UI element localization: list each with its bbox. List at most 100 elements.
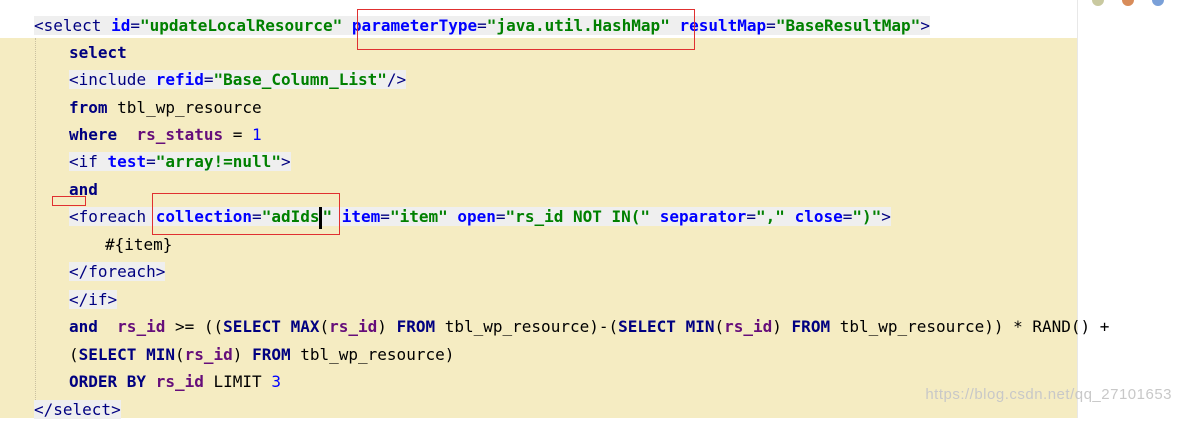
attr-value: ","	[756, 207, 785, 226]
closing-tag: </select>	[34, 400, 121, 419]
sql-text: tbl_wp_resource)	[290, 345, 455, 364]
right-margin-guide	[1077, 0, 1078, 418]
attr-value: "Base_Column_List"	[213, 70, 387, 89]
code-line-14: ORDER BY rs_id LIMIT 3	[69, 368, 281, 395]
attr-name: id	[111, 16, 131, 35]
attr-name: collection	[155, 207, 253, 226]
sql-text: (	[174, 345, 185, 364]
attr-value: "java.util.HashMap"	[486, 16, 670, 35]
sql-keyword: FROM	[791, 317, 831, 336]
sql-text: (	[69, 345, 79, 364]
tag-bracket: <	[69, 70, 79, 89]
sql-text: >= ((	[165, 317, 224, 336]
sql-keyword: and	[69, 317, 98, 336]
highlight-box-collection	[152, 193, 340, 235]
sql-text: )	[232, 345, 253, 364]
editor-right-margin	[1078, 0, 1182, 418]
attr-value: "rs_id NOT IN("	[505, 207, 651, 226]
code-line-1: <select id="updateLocalResource" paramet…	[34, 16, 930, 35]
sql-text: LIMIT	[203, 372, 272, 391]
sql-keyword: SELECT	[618, 317, 676, 336]
sql-keyword: and	[69, 180, 98, 199]
code-line-12: and rs_id >= ((SELECT MAX(rs_id) FROM tb…	[69, 313, 1109, 340]
code-line-13: (SELECT MIN(rs_id) FROM tbl_wp_resource)	[69, 341, 454, 368]
code-line-8: <foreach collection="adIds" item="item" …	[69, 203, 891, 230]
attr-name: close	[794, 207, 843, 226]
sql-keyword: MIN	[685, 317, 715, 336]
sql-keyword: MAX	[290, 317, 320, 336]
tag-bracket: <	[34, 16, 44, 35]
tag-name: foreach	[78, 207, 147, 226]
sql-keyword: SELECT	[78, 345, 137, 364]
tag-bracket: >	[280, 152, 291, 171]
tag-name: if	[78, 152, 98, 171]
sql-keyword: MIN	[146, 345, 175, 364]
tag-bracket: >	[920, 16, 930, 35]
attr-name: parameterType	[351, 16, 478, 35]
attr-name: separator	[659, 207, 747, 226]
code-line-9: #{item}	[105, 231, 172, 258]
sql-text: tbl_wp_resource	[107, 98, 262, 117]
text-caret	[319, 206, 323, 229]
attr-value: "item"	[389, 207, 448, 226]
sql-text: =	[223, 125, 253, 144]
tag-bracket: <	[69, 207, 79, 226]
attr-value: "updateLocalResource"	[139, 16, 343, 35]
attr-value: "array!=null"	[155, 152, 281, 171]
sql-field: rs_id	[184, 345, 233, 364]
sql-text: )	[772, 317, 792, 336]
sql-text: (	[714, 317, 725, 336]
tag-name: select	[43, 16, 102, 35]
sql-keyword: FROM	[396, 317, 436, 336]
code-line-4: from tbl_wp_resource	[69, 94, 262, 121]
tag-bracket: />	[386, 70, 407, 89]
code-line-11: </if>	[69, 286, 118, 313]
tag-bracket: <	[69, 152, 79, 171]
sql-text: tbl_wp_resource)-(	[435, 317, 619, 336]
sql-text	[136, 345, 146, 364]
sql-text	[281, 317, 291, 336]
attr-value: ")"	[852, 207, 882, 226]
attr-name: resultMap	[679, 16, 767, 35]
code-line-7: and	[69, 176, 98, 203]
editor-top-strip	[0, 0, 1078, 12]
corner-icons	[1078, 0, 1182, 10]
sql-text	[146, 372, 156, 391]
code-line-15: </select>	[34, 396, 121, 423]
sql-keyword: SELECT	[223, 317, 281, 336]
status-icon[interactable]	[1152, 0, 1164, 6]
code-line-2: select	[69, 39, 127, 66]
code-block-background	[0, 38, 1078, 418]
sql-text	[676, 317, 686, 336]
mybatis-placeholder: #{item}	[105, 235, 173, 254]
closing-tag: </foreach>	[69, 262, 166, 281]
code-line-5: where rs_status = 1	[69, 121, 262, 148]
attr-value: "	[322, 207, 333, 226]
indent-guide	[35, 38, 36, 404]
status-icon[interactable]	[1092, 0, 1104, 6]
sql-field: rs_id	[329, 317, 378, 336]
attr-value: "adIds	[261, 207, 320, 226]
code-line-3: <include refid="Base_Column_List"/>	[69, 70, 407, 89]
attr-name: open	[457, 207, 496, 226]
sql-text: (	[319, 317, 330, 336]
code-line-10: </foreach>	[69, 258, 166, 285]
sql-keyword: from	[69, 98, 108, 117]
sql-number: 1	[252, 125, 262, 144]
sql-keyword: select	[69, 43, 127, 62]
highlight-mark	[52, 196, 86, 206]
sql-text: )	[377, 317, 397, 336]
sql-field: rs_id	[117, 317, 166, 336]
status-icon[interactable]	[1122, 0, 1134, 6]
attr-name: test	[107, 152, 147, 171]
sql-number: 3	[271, 372, 281, 391]
watermark: https://blog.csdn.net/qq_27101653	[925, 386, 1172, 403]
sql-field: rs_id	[724, 317, 773, 336]
code-line-6: <if test="array!=null">	[69, 152, 291, 171]
sql-keyword: FROM	[252, 345, 291, 364]
sql-keyword: where	[69, 125, 118, 144]
sql-field: rs_id	[155, 372, 204, 391]
sql-text: tbl_wp_resource)) * RAND() +	[830, 317, 1110, 336]
sql-field: rs_status	[136, 125, 224, 144]
